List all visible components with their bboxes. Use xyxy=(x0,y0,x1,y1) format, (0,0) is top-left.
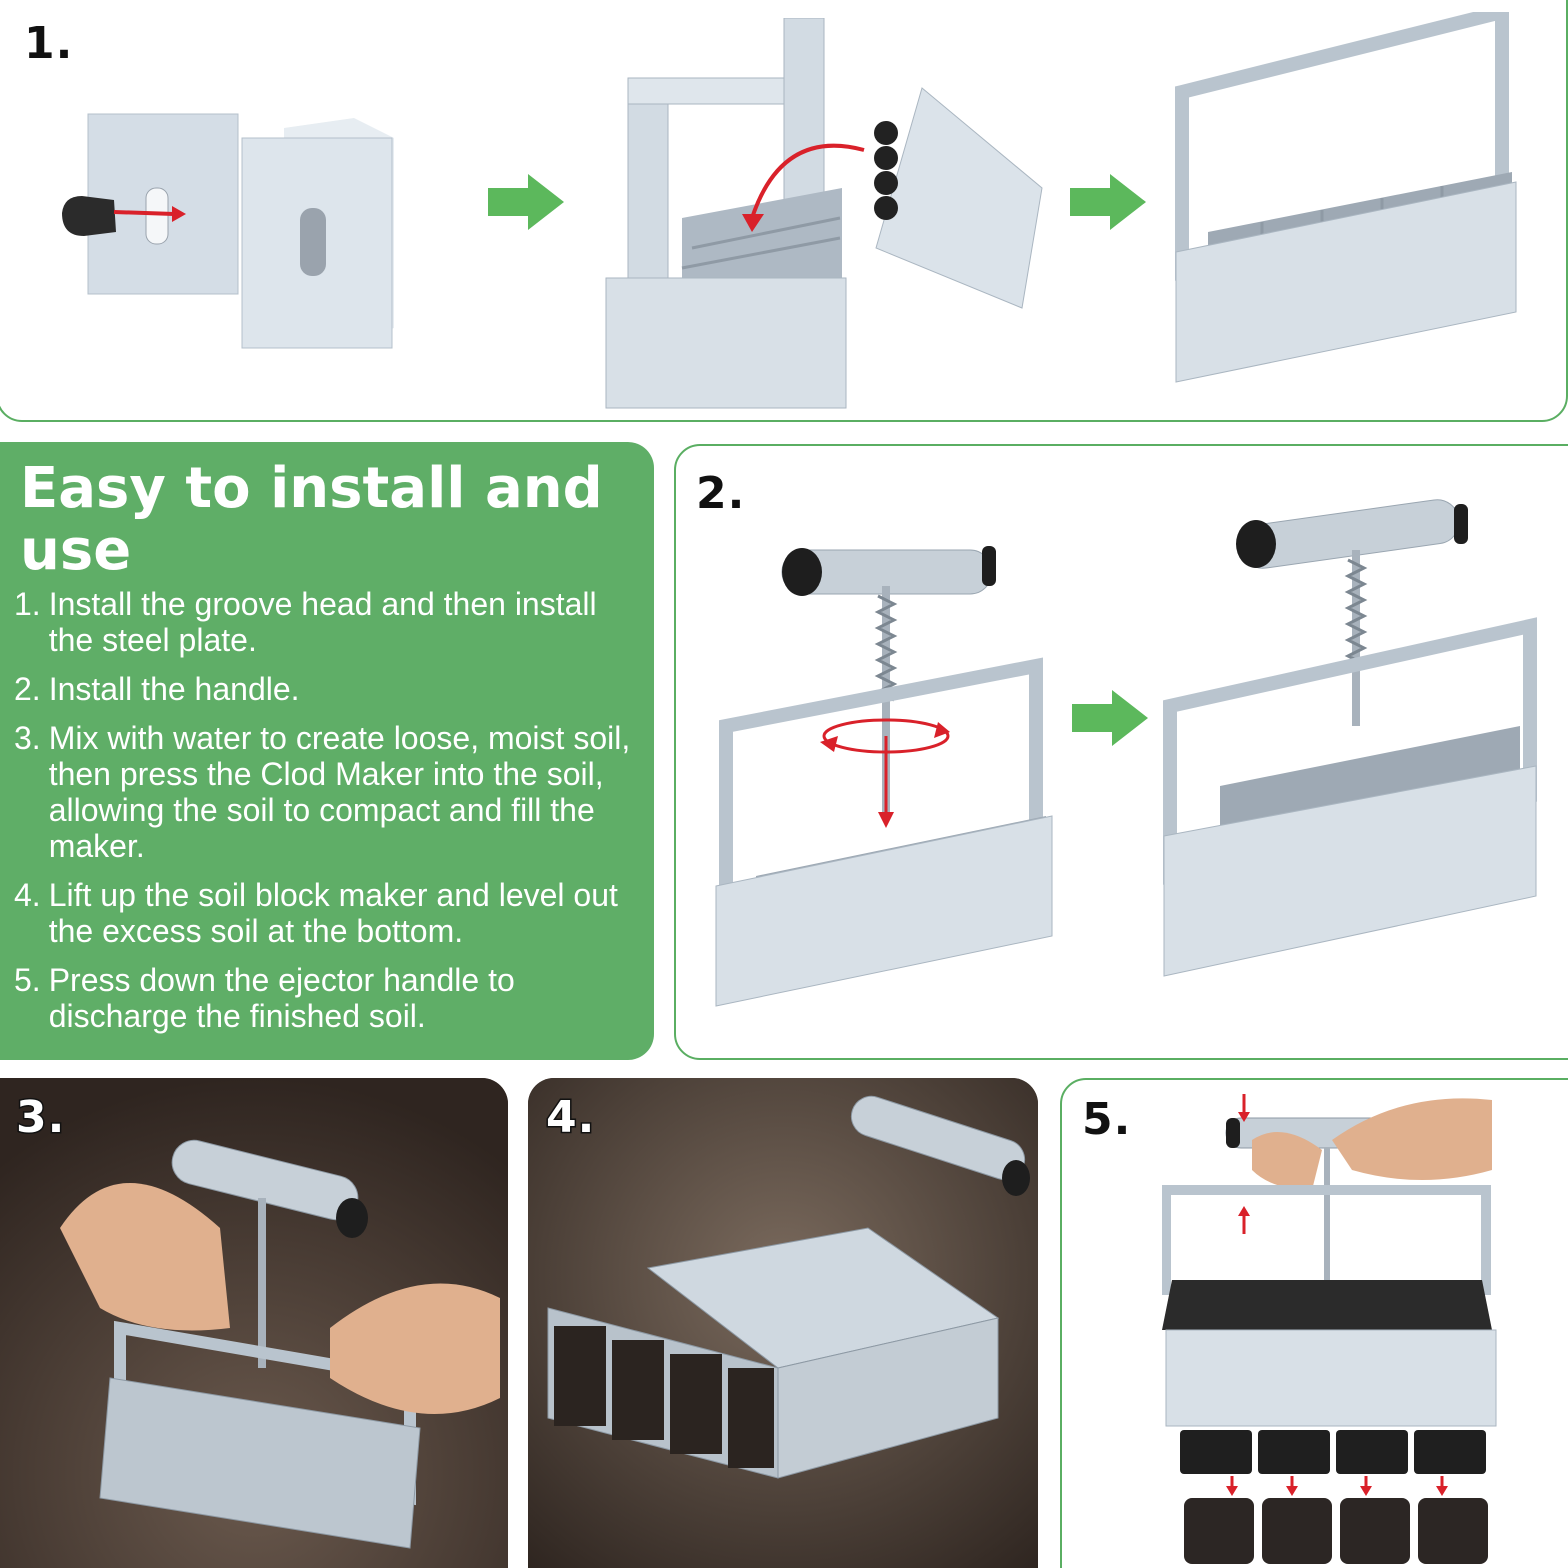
instruction-step: 1.Install the groove head and then insta… xyxy=(14,586,597,658)
step-1-label: 1. xyxy=(24,18,74,69)
box-handle-install-illustration xyxy=(715,546,1053,1007)
ejecting-soil-blocks-illustration xyxy=(1162,1094,1497,1564)
panel-step-2: 2. xyxy=(674,444,1568,1060)
instruction-step: 5.Press down the ejector handle to disch… xyxy=(14,962,515,1034)
panel-step-3: 3. xyxy=(0,1078,508,1568)
instructions-title: Easy to install and use xyxy=(20,456,603,583)
instructions-panel: Easy to install and use 1.Install the gr… xyxy=(0,442,654,1060)
box-with-plate-illustration xyxy=(605,18,1043,409)
step-3-label: 3. xyxy=(14,1091,66,1145)
next-arrow-icon xyxy=(488,174,564,230)
instructions-list: 1.Install the groove head and then insta… xyxy=(14,586,644,1047)
step-5-label: 5. xyxy=(1082,1094,1132,1145)
instruction-step: 2.Install the handle. xyxy=(14,671,300,707)
step-4-label: 4. xyxy=(544,1091,596,1145)
groove-head-plates-illustration xyxy=(62,113,394,349)
next-arrow-icon xyxy=(1070,174,1146,230)
panel-step-4: 4. xyxy=(528,1078,1038,1568)
next-arrow-icon xyxy=(1072,690,1148,746)
box-handle-installed-illustration xyxy=(1163,499,1537,977)
panel-step-1: 1. xyxy=(0,0,1568,422)
instruction-step: 4.Lift up the soil block maker and level… xyxy=(14,877,618,949)
assembled-box-illustration xyxy=(1175,12,1517,383)
hands-pressing-soil-photo xyxy=(0,1078,508,1568)
instruction-step: 3.Mix with water to create loose, moist … xyxy=(14,720,631,864)
step-2-label: 2. xyxy=(696,468,746,519)
block-maker-on-soil-photo xyxy=(528,1078,1038,1568)
panel-step-5: 5. xyxy=(1060,1078,1568,1568)
